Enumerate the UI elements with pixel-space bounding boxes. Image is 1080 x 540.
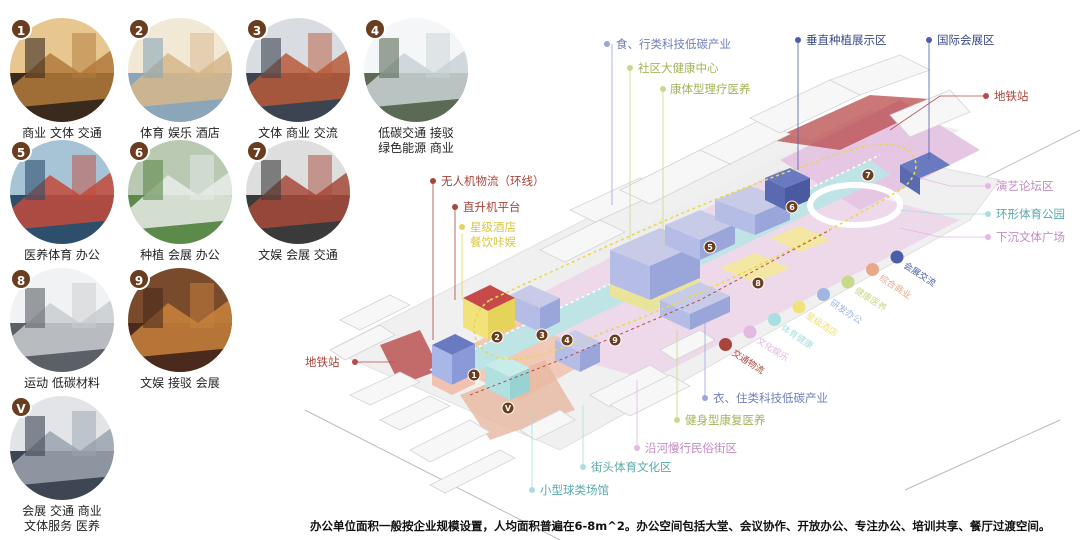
marker-5: 5: [703, 240, 717, 254]
site-boundary: [304, 409, 561, 540]
label-physio: 康体型理疗医养: [670, 82, 751, 96]
label-helipad: 直升机平台: [463, 200, 521, 214]
thumbnail-4: 4 低碳交通 接驳 绿色能源 商业: [364, 18, 468, 156]
svg-text:研发办公: 研发办公: [828, 297, 865, 327]
footer-note: 办公单位面积一般按企业规模设置，人均面积普遍在6-8m^2。办公空间包括大堂、会…: [310, 519, 1051, 533]
key-buildings: [432, 152, 950, 400]
thumbnail-caption: 种植 会展 办公: [140, 248, 220, 262]
number-badge: 4: [364, 18, 386, 40]
number-badge: 5: [10, 140, 32, 162]
thumbnail-caption: 文娱 接驳 会展: [140, 376, 220, 390]
label-hotel-2: 餐饮咔娱: [470, 235, 516, 249]
number-badge: 3: [246, 18, 268, 40]
context-buildings: [329, 54, 971, 494]
number-badge: 8: [10, 268, 32, 290]
marker-7: 7: [861, 168, 875, 182]
label-fitness: 健身型康复医养: [685, 413, 766, 427]
thumbnail-8: 8 运动 低碳材料: [10, 268, 114, 391]
label-intl-expo: 国际会展区: [937, 33, 995, 47]
number-badge: V: [10, 396, 32, 418]
label-ring-park: 环形体育公园: [996, 207, 1065, 221]
marker-2: 2: [490, 330, 504, 344]
thumbnail-V: V 会展 交通 商业 文体服务 医养: [10, 396, 114, 534]
site-markers: 1 2 3 4 5 6 7 8 9V: [467, 168, 875, 415]
number-badge: 1: [10, 18, 32, 40]
thumbnail-caption: 会展 交通 商业 文体服务 医养: [22, 504, 102, 533]
marker-8: 8: [751, 276, 765, 290]
thumbnail-caption: 文体 商业 交流: [258, 126, 338, 140]
thumbnail-5: 5 医养体育 办公: [10, 140, 114, 263]
label-hotel-1: 星级酒店: [470, 220, 516, 234]
marker-4: 4: [560, 333, 574, 347]
marker-1: 1: [467, 368, 481, 382]
svg-text:会展交流: 会展交流: [901, 259, 938, 289]
label-street-sports: 街头体育文化区: [591, 460, 672, 474]
marker-6: 6: [785, 200, 799, 214]
svg-text:2: 2: [494, 333, 500, 342]
label-community-health: 社区大健康中心: [638, 61, 719, 75]
svg-text:9: 9: [612, 336, 618, 345]
svg-text:7: 7: [865, 171, 871, 180]
svg-text:健康医养: 健康医养: [852, 284, 889, 314]
svg-text:5: 5: [707, 243, 713, 252]
marker-9: 9: [608, 333, 622, 347]
label-metro-left: 地铁站: [305, 355, 340, 369]
label-food-tech: 食、行类科技低碳产业: [616, 37, 731, 51]
svg-text:3: 3: [539, 331, 545, 340]
thumbnail-caption: 体育 娱乐 酒店: [140, 126, 220, 140]
metro-zone: [380, 330, 440, 385]
thumbnail-caption: 低碳交通 接驳 绿色能源 商业: [378, 126, 454, 155]
thumbnail-caption: 文娱 会展 交通: [258, 248, 338, 262]
thumbnail-caption: 商业 文体 交通: [22, 126, 102, 140]
callout-dots: [352, 37, 991, 493]
thumbnail-9: 9 文娱 接驳 会展: [128, 268, 232, 391]
red-route: [469, 229, 831, 396]
number-badge: 9: [128, 268, 150, 290]
number-badge: 6: [128, 140, 150, 162]
svg-text:1: 1: [471, 371, 477, 380]
photo-image: [10, 268, 114, 372]
label-metro-right: 地铁站: [994, 89, 1029, 103]
ring-park: [807, 182, 903, 228]
svg-text:4: 4: [564, 336, 570, 345]
marker-V: V: [501, 401, 515, 415]
drone-route: [473, 143, 917, 361]
svg-text:8: 8: [755, 279, 761, 288]
svg-text:星级酒店: 星级酒店: [803, 309, 840, 339]
label-ballpark: 小型球类场馆: [540, 483, 609, 497]
number-badge: 7: [246, 140, 268, 162]
metro-zone: [770, 95, 945, 150]
label-sunken-plaza: 下沉文体广场: [996, 230, 1065, 244]
thumbnail-2: 2 体育 娱乐 酒店: [128, 18, 232, 141]
thumbnail-6: 6 种植 会展 办公: [128, 140, 232, 263]
label-drone: 无人机物流（环线）: [441, 174, 545, 188]
svg-text:综合商业: 综合商业: [877, 272, 914, 302]
thumbnail-caption: 医养体育 办公: [24, 248, 100, 262]
label-riverside: 沿河慢行民俗街区: [645, 441, 737, 455]
number-badge: 2: [128, 18, 150, 40]
svg-text:交通物流: 交通物流: [730, 347, 767, 377]
thumbnail-caption: 运动 低碳材料: [24, 376, 100, 390]
site-boundary: [904, 419, 1061, 491]
svg-text:文化娱乐: 文化娱乐: [754, 334, 791, 364]
thumbnail-1: 1 商业 文体 交通: [10, 18, 114, 141]
svg-text:体育健康: 体育健康: [779, 322, 816, 352]
label-show-forum: 演艺论坛区: [996, 179, 1054, 193]
label-vertical-farm: 垂直种植展示区: [806, 33, 887, 47]
photo-image: [10, 18, 114, 122]
thumbnail-3: 3 文体 商业 交流: [246, 18, 350, 141]
svg-text:6: 6: [789, 203, 795, 212]
svg-text:V: V: [505, 404, 512, 413]
marker-3: 3: [535, 328, 549, 342]
callout-lines: [355, 40, 990, 490]
label-clothing-tech: 衣、住类科技低碳产业: [713, 391, 828, 405]
thumbnail-7: 7 文娱 会展 交通: [246, 140, 350, 263]
